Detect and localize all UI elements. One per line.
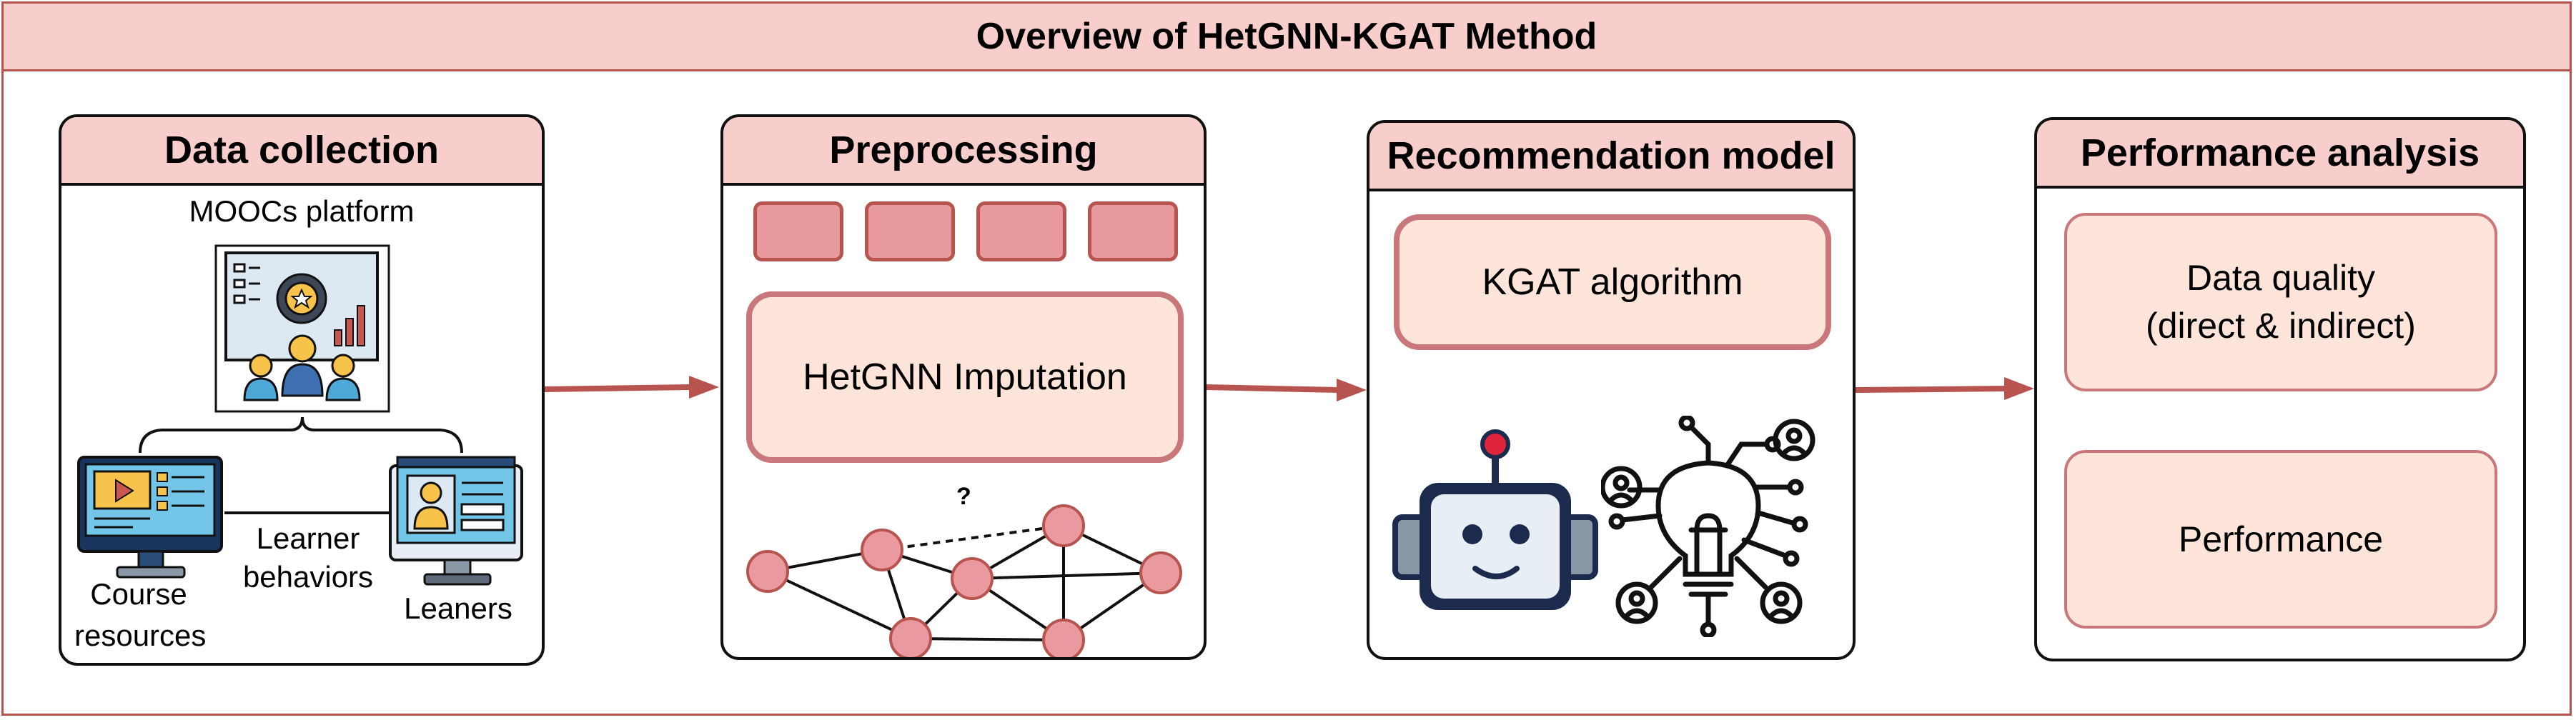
robot-icon: [1391, 426, 1600, 619]
ai-lightbulb-icon: [1601, 416, 1830, 637]
arrow-to-recommendation: [1205, 373, 1369, 409]
preprocessing-token: [865, 201, 955, 261]
video-monitor-icon: [76, 454, 226, 583]
performance-label: Performance: [2178, 519, 2384, 559]
panel-title-recommendation: Recommendation model: [1369, 123, 1853, 191]
panel-performance: Performance analysis Data quality (direc…: [2034, 117, 2526, 661]
behavior-label-line1: Learner: [256, 521, 360, 555]
missing-edge-label: ?: [956, 483, 971, 510]
diagram-title: Overview of HetGNN-KGAT Method: [4, 4, 2570, 71]
learner-monitor-icon: [387, 454, 527, 594]
kgat-algorithm-box: KGAT algorithm: [1394, 214, 1831, 350]
behavior-label-line2: behaviors: [242, 560, 374, 594]
panel-data-collection: Data collection MOOCs platform: [59, 114, 545, 666]
preprocessing-token: [753, 201, 843, 261]
panel-title-preprocessing: Preprocessing: [723, 117, 1204, 186]
preprocessing-token: [1088, 201, 1178, 261]
hetgnn-imputation-label: HetGNN Imputation: [803, 356, 1127, 398]
graph-network-icon: [723, 481, 1204, 657]
panel-preprocessing: Preprocessing HetGNN Imputation: [720, 114, 1207, 660]
panel-title-performance: Performance analysis: [2037, 120, 2523, 189]
kgat-algorithm-label: KGAT algorithm: [1482, 261, 1743, 303]
course-label-line1: Course: [90, 577, 187, 611]
course-label-line2: resources: [74, 619, 207, 652]
performance-box: Performance: [2064, 450, 2497, 629]
hetgnn-imputation-box: HetGNN Imputation: [746, 291, 1184, 463]
arrow-to-preprocessing: [543, 371, 722, 407]
platform-label: MOOCs platform: [189, 194, 415, 228]
panel-recommendation: Recommendation model KGAT algorithm: [1367, 120, 1856, 660]
data-quality-line1: Data quality: [2186, 257, 2376, 298]
presentation-board-icon: [214, 244, 390, 413]
data-quality-line2: (direct & indirect): [2146, 306, 2416, 346]
data-quality-box: Data quality (direct & indirect): [2064, 213, 2497, 391]
platform-connector: [61, 117, 542, 663]
arrow-to-performance: [1854, 371, 2037, 407]
preprocessing-token: [976, 201, 1066, 261]
panel-title-data-collection: Data collection: [61, 117, 542, 186]
learners-label: Leaners: [404, 591, 512, 625]
